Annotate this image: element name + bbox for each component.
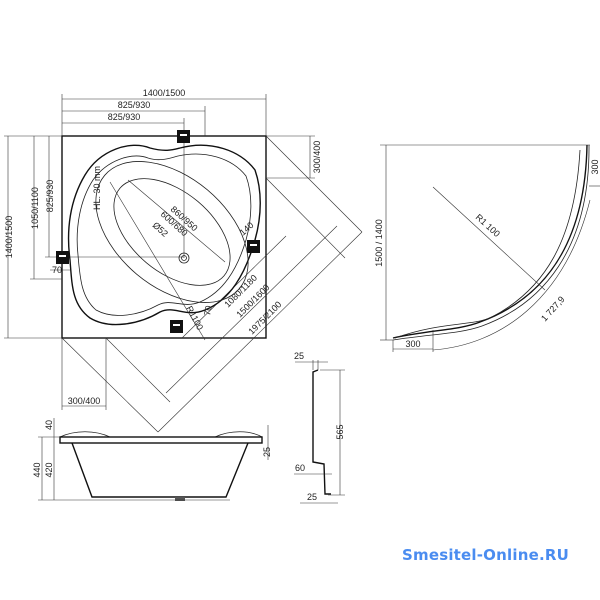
tub-rim-outer [67, 144, 261, 326]
basin-inner [113, 178, 231, 286]
dim-profile-step: 60 [295, 463, 305, 473]
dim-end-top: 300 [590, 159, 600, 174]
dim-width-total: 1400/1500 [143, 88, 186, 98]
tub-rim-side [59, 436, 263, 444]
dim-overflow-offset: 70 [52, 265, 62, 275]
tub-rim-inner [76, 153, 252, 316]
panel-curve-inner [392, 144, 590, 341]
faucet-icon-left [56, 251, 69, 264]
faucet-icon-bottom [170, 320, 183, 333]
faucet-icon-top [177, 130, 190, 143]
dim-rim: 40 [44, 420, 54, 430]
dim-basin-height: 420 [44, 462, 54, 477]
dim-height-total: 1400/1500 [4, 216, 14, 259]
dim-end-bottom: 300 [405, 339, 420, 349]
faucet-icon-right [247, 240, 260, 253]
dim-rim-thickness: 25 [262, 447, 272, 457]
dim-width-inner: 825/930 [108, 112, 141, 122]
panel-profile [312, 369, 331, 495]
panel-curve-outer [392, 144, 588, 339]
drain-icon [178, 252, 190, 264]
dim-side-right: 300/400 [312, 141, 322, 174]
dim-profile-bottom-offset: 25 [307, 492, 317, 502]
dim-arc-length: 1 727,9 [539, 294, 567, 323]
dim-profile-top-offset: 25 [294, 351, 304, 361]
dim-edge-offset: 70 [202, 305, 214, 317]
dim-side-bottom: 300/400 [68, 396, 101, 406]
dim-profile-height: 565 [335, 424, 345, 439]
tub-basin-side [71, 442, 249, 498]
top-view: 1400/1500 825/930 825/930 1400/1500 1050… [4, 88, 363, 433]
drain-outlet [175, 497, 185, 501]
tub-outline-square [61, 135, 267, 339]
brand-watermark: Smesitel-Online.RU [402, 546, 569, 564]
profile-view: 25 565 60 25 [294, 351, 345, 504]
dim-width-outer: 825/930 [118, 100, 151, 110]
dim-panel-height: 1500 / 1400 [374, 219, 384, 267]
water-level-label: HL. 30 mm [92, 166, 102, 210]
dim-panel-radius: R1 100 [474, 212, 502, 239]
dim-height-mid: 1050/1100 [30, 187, 40, 229]
dim-total-height: 440 [32, 462, 42, 477]
side-view: 40 440 420 25 [32, 418, 272, 501]
basin-outer [95, 161, 249, 303]
panel-view: 1500 / 1400 R1 100 1 727,9 300 300 [374, 144, 600, 352]
dim-rim-depth: 140 [238, 220, 256, 237]
dim-height-inner: 825/930 [45, 180, 55, 213]
